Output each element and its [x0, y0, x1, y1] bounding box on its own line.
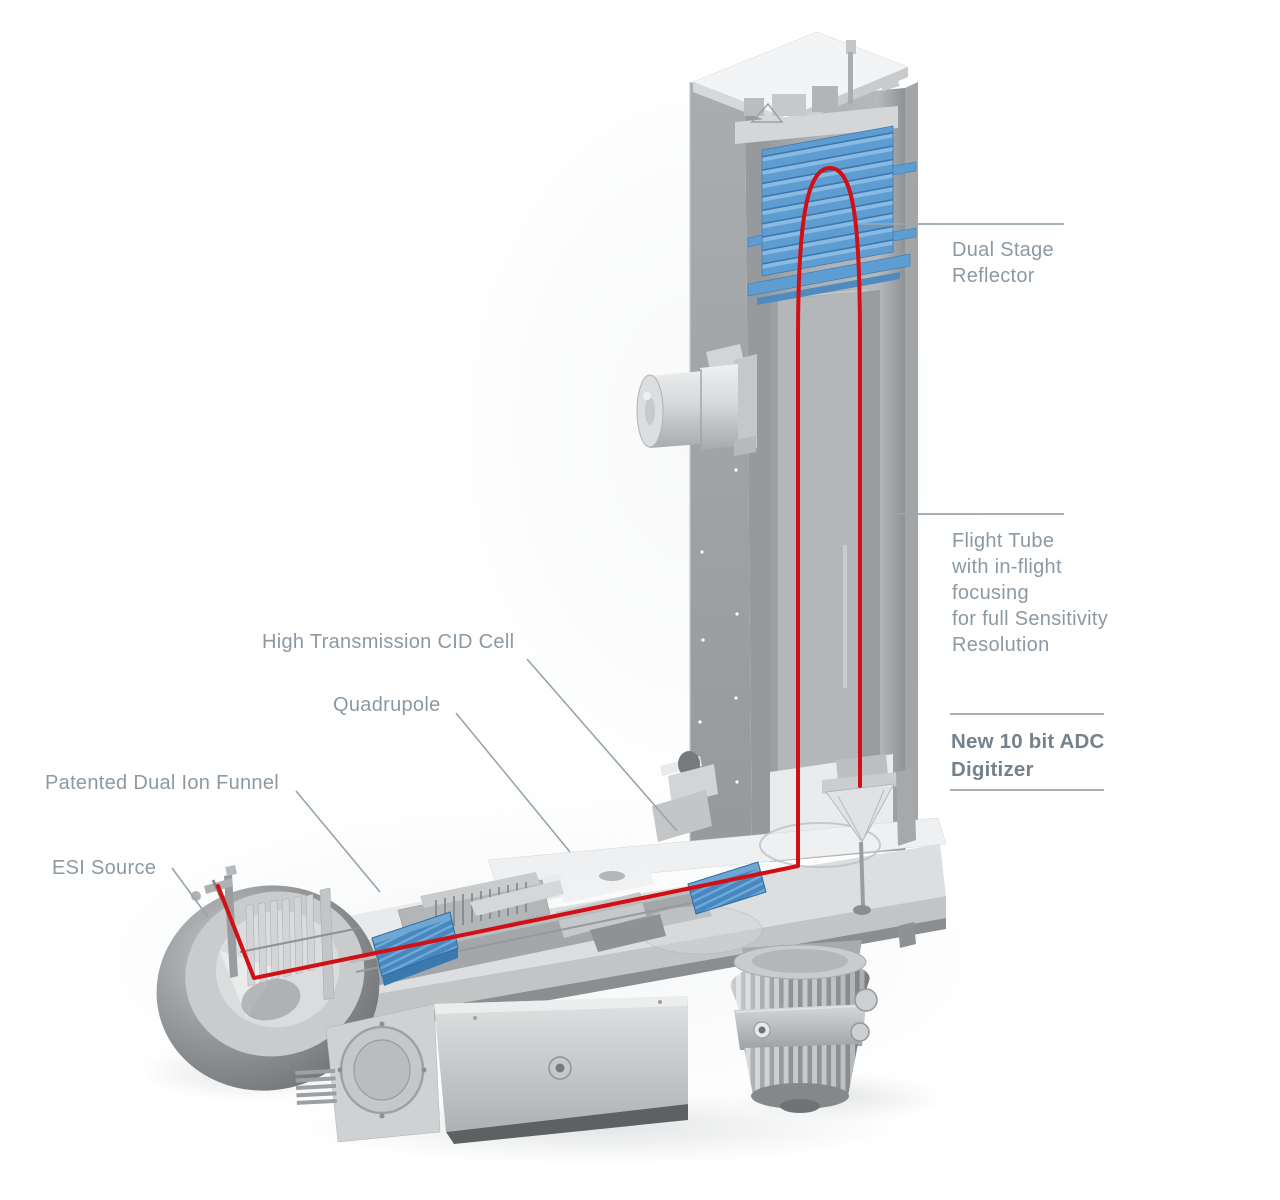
annotations: Dual Stage Reflector Flight Tube with in… [45, 223, 1108, 918]
ion-path [216, 166, 862, 980]
label-dual-stage-reflector-line2: Reflector [952, 265, 1035, 287]
deck-top-cover [487, 817, 947, 889]
pusher-detector-assembly [822, 754, 916, 915]
label-flight-tube-line3: focusing [952, 582, 1029, 604]
flight-tower [636, 31, 918, 862]
tower-left-wall [690, 82, 752, 862]
leader-esi-source [171, 867, 209, 918]
label-flight-tube-line5: Resolution [952, 634, 1050, 656]
leader-quadrupole [455, 712, 571, 853]
label-flight-tube-line4: for full Sensitivity [952, 608, 1108, 630]
label-flight-tube-line2: with in-flight [951, 556, 1062, 578]
label-cid-cell: High Transmission CID Cell [262, 631, 514, 653]
reflector-stack [747, 125, 917, 305]
detector-cylinder [636, 344, 757, 456]
turbo-pump [730, 940, 878, 1113]
label-adc-line1: New 10 bit ADC [951, 730, 1105, 753]
backing-pump-box [295, 996, 688, 1144]
label-quadrupole: Quadrupole [333, 694, 441, 716]
top-mechanics [735, 40, 900, 144]
label-ion-funnel: Patented Dual Ion Funnel [45, 772, 279, 794]
leader-ion-funnel [295, 790, 381, 893]
leader-cid-cell [526, 658, 678, 832]
label-adc-line2: Digitizer [951, 758, 1034, 781]
pusher-region-blocks [652, 751, 718, 842]
tower-right-wall [905, 82, 918, 850]
label-esi-source: ESI Source [52, 857, 156, 879]
base-assembly [156, 751, 947, 1144]
label-flight-tube-line1: Flight Tube [952, 530, 1054, 552]
fin-bracket [295, 1068, 337, 1105]
label-dual-stage-reflector-line1: Dual Stage [952, 239, 1054, 261]
